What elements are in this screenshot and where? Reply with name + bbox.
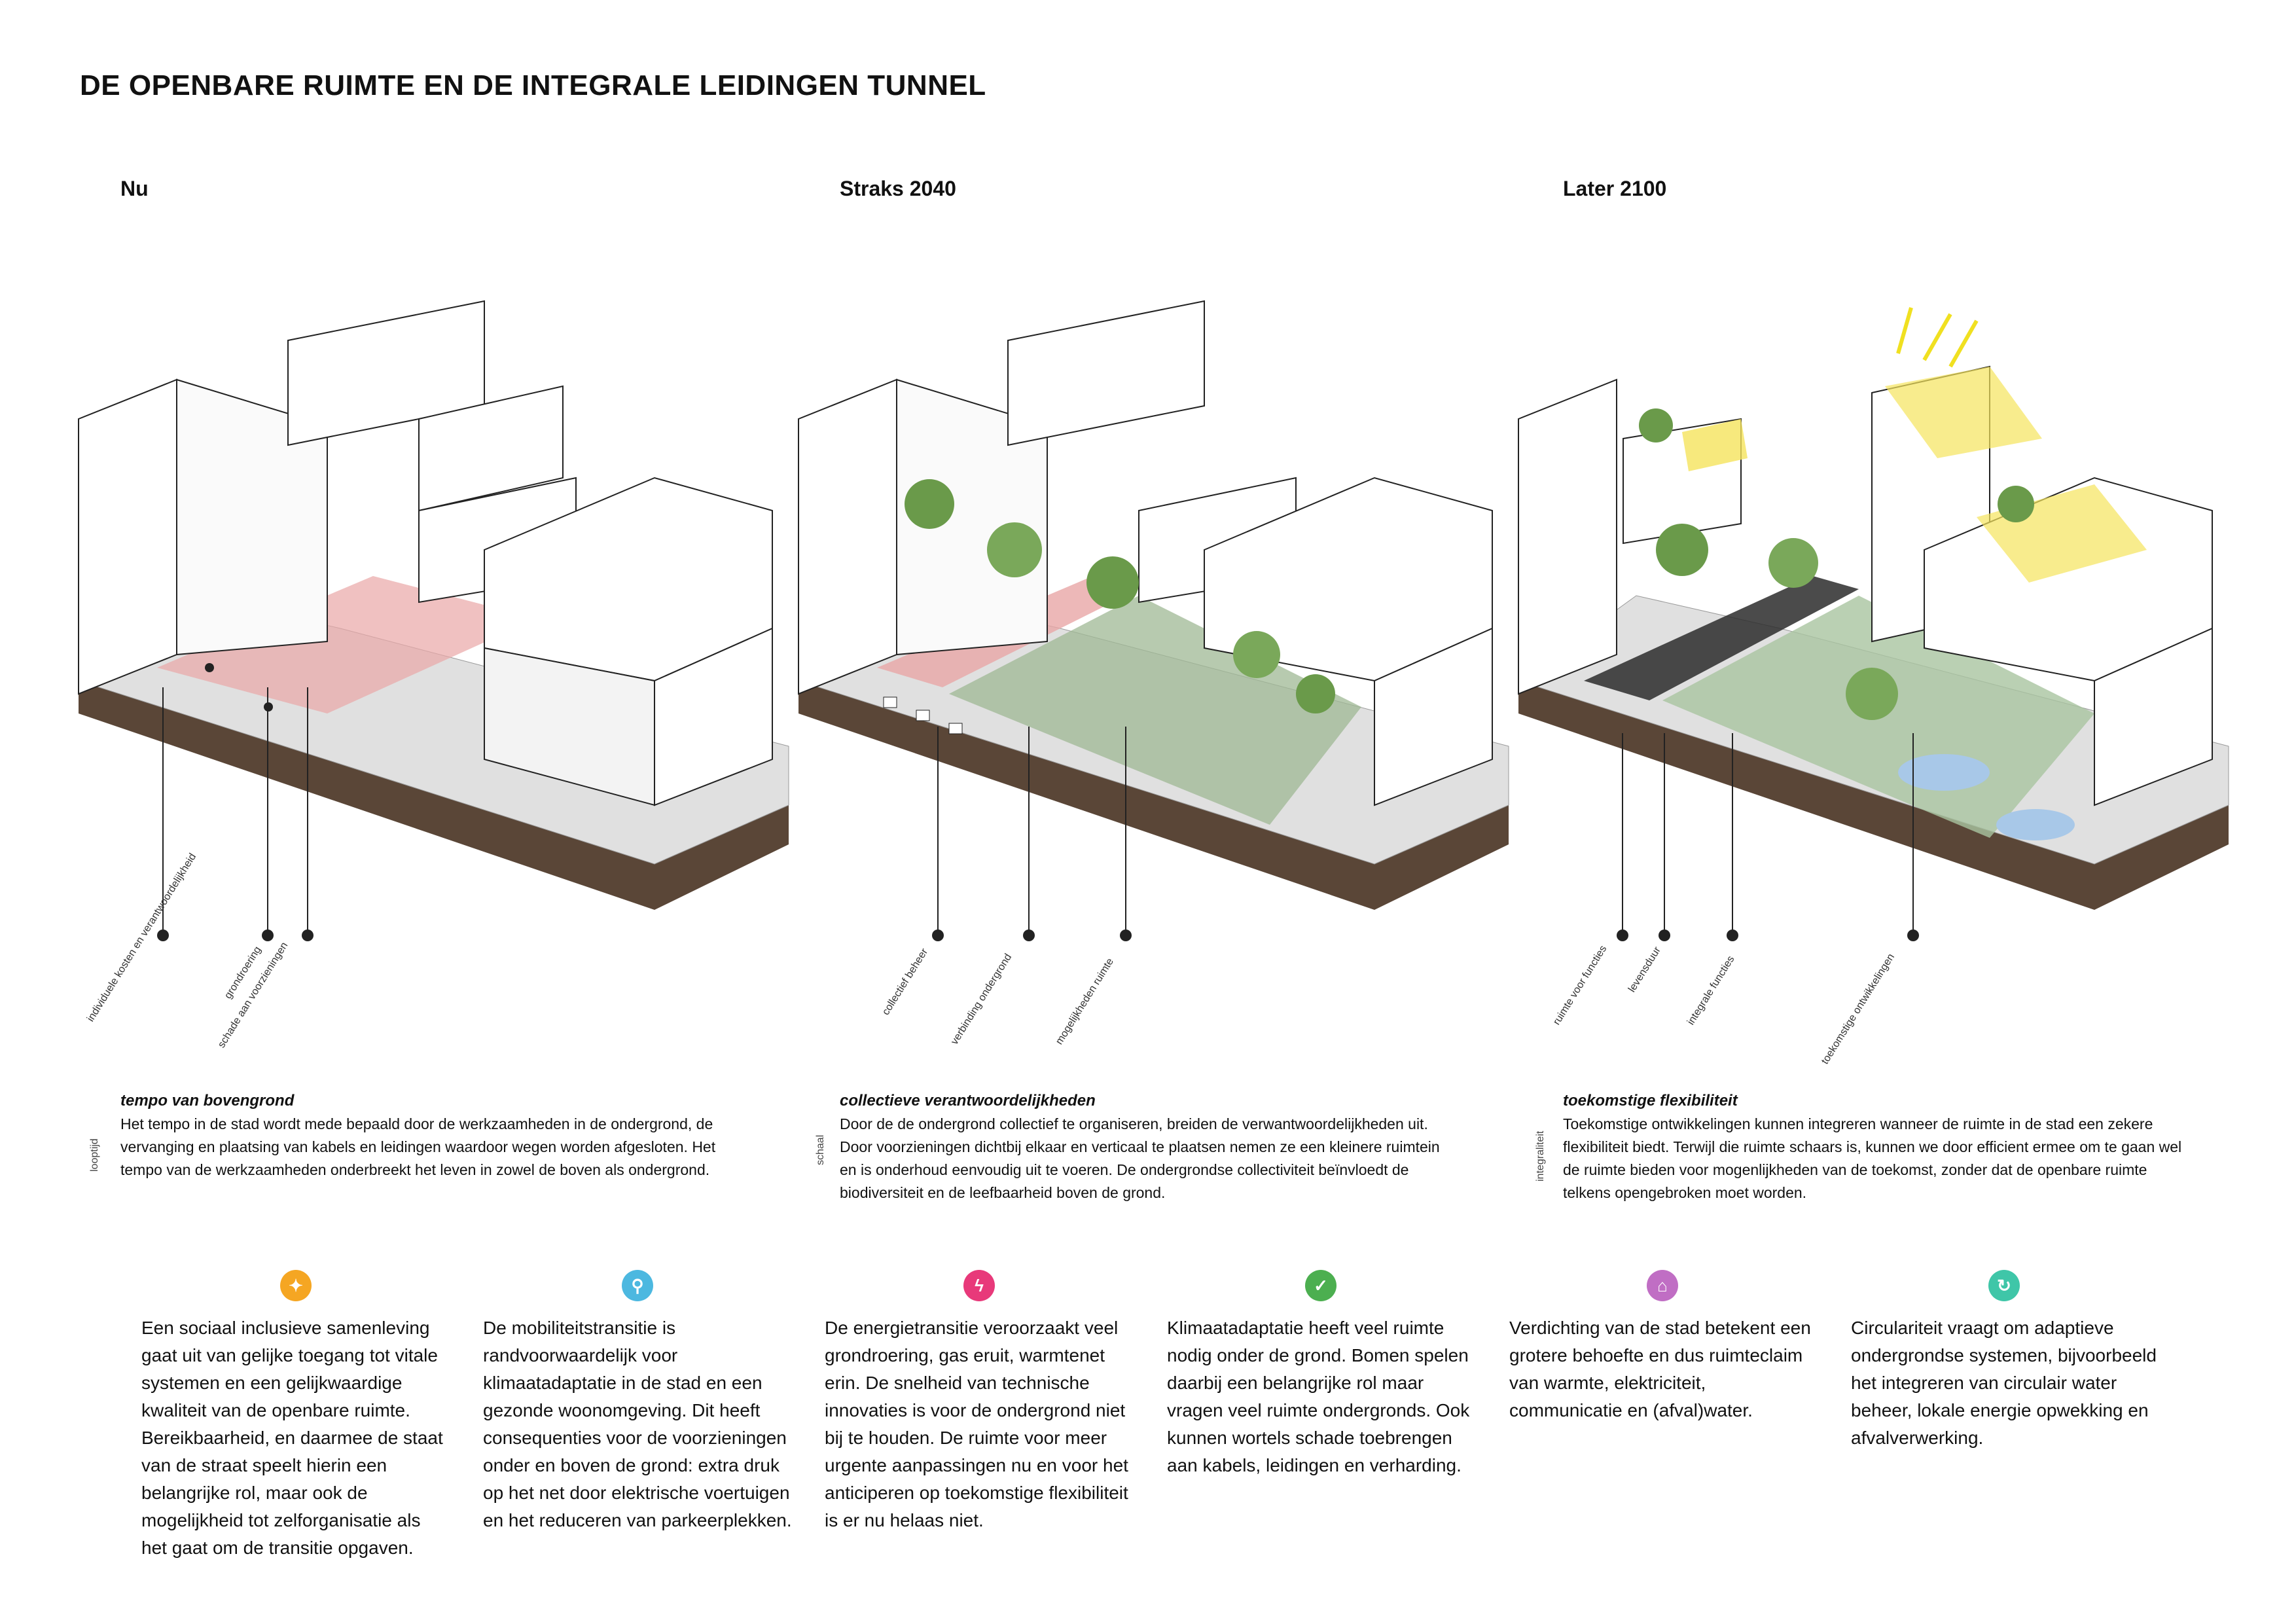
community-icon: ✦ <box>280 1270 312 1301</box>
cycle-icon: ↻ <box>1988 1270 2020 1301</box>
period-nu: Nu <box>120 177 149 200</box>
block-title: collectieve verantwoordelijkheden <box>840 1092 1096 1110</box>
block-text: Het tempo in de stad wordt mede bepaald … <box>120 1115 716 1178</box>
leader-label: ruimte voor functies <box>1551 943 1609 1028</box>
page-title: DE OPENBARE RUIMTE EN DE INTEGRALE LEIDI… <box>80 69 986 101</box>
block-text: Door de de ondergrond collectief te orga… <box>840 1115 1440 1201</box>
period-straks: Straks 2040 <box>840 177 956 200</box>
leader-label: verbinding ondergrond <box>949 952 1014 1047</box>
period-later: Later 2100 <box>1563 177 1667 200</box>
topic-text: Circulariteit vraagt om adaptieve onderg… <box>1851 1318 2157 1448</box>
leaf-icon: ✓ <box>1305 1270 1336 1301</box>
bicycle-icon: ⚲ <box>622 1270 653 1301</box>
illustration-straks <box>797 288 1518 943</box>
block-text: Toekomstige ontwikkelingen kunnen integr… <box>1563 1115 2182 1201</box>
side-label-looptijd: looptijd <box>89 1138 100 1172</box>
leader-label: integrale functies <box>1685 954 1737 1028</box>
house-icon: ⌂ <box>1647 1270 1678 1301</box>
block-title: tempo van bovengrond <box>120 1092 295 1110</box>
block-title: toekomstige flexibiliteit <box>1563 1092 1738 1110</box>
topic-text: De mobiliteitstransitie is randvoorwaard… <box>483 1318 792 1530</box>
topic-text: Verdichting van de stad betekent een gro… <box>1509 1318 1811 1420</box>
leader-label: toekomstige ontwikkelingen <box>1820 952 1897 1067</box>
illustration-later <box>1517 288 2238 943</box>
side-label-integraliteit: integraliteit <box>1535 1130 1546 1182</box>
leader-label: levensduur <box>1626 945 1663 995</box>
side-label-schaal: schaal <box>815 1134 826 1165</box>
lightning-icon: ϟ <box>963 1270 995 1301</box>
topic-text: De energietransitie veroorzaakt veel gro… <box>825 1318 1128 1530</box>
leader-label: mogelijkheden ruimte <box>1054 956 1117 1047</box>
topic-text: Klimaatadaptatie heeft veel ruimte nodig… <box>1167 1318 1470 1475</box>
topic-text: Een sociaal inclusieve samenleving gaat … <box>141 1318 443 1558</box>
leader-label: collectief beheer <box>880 947 931 1018</box>
illustration-nu <box>77 288 798 943</box>
